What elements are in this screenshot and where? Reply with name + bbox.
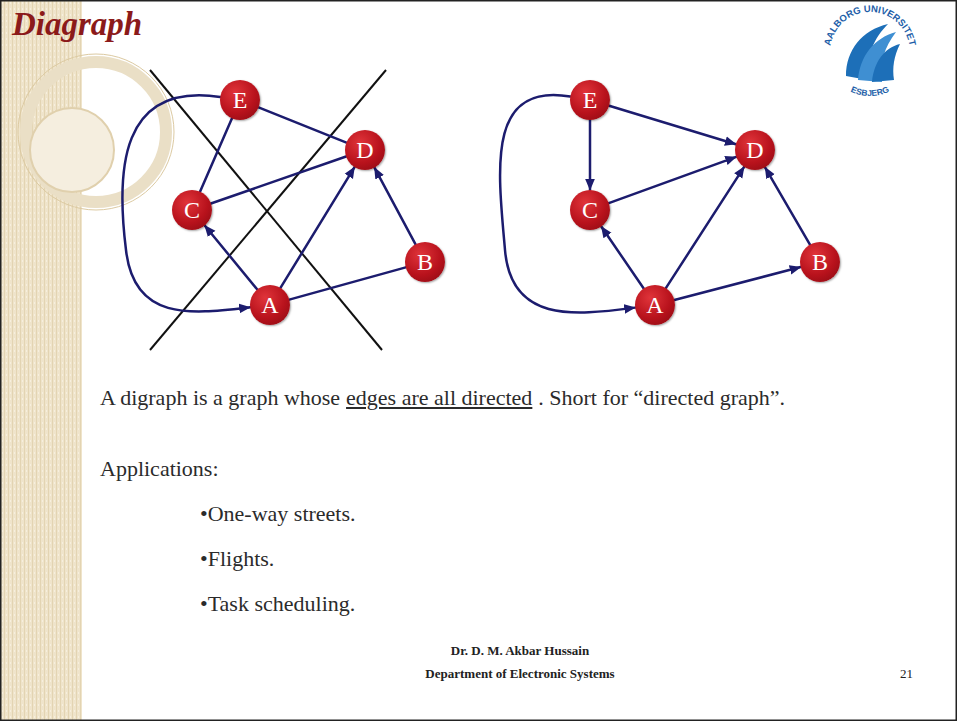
graph-vertex: E — [220, 80, 260, 120]
university-logo: AALBORG UNIVERSITET ESBJERG — [822, 3, 919, 98]
edge-arrow — [589, 120, 592, 190]
logo-text: AALBORG UNIVERSITET — [822, 3, 919, 47]
edge-arrow — [601, 227, 643, 289]
definition-text: A digraph is a graph whose — [100, 385, 340, 410]
decor-ring-edge — [18, 54, 174, 210]
logo-university-name: AALBORG UNIVERSITET — [822, 3, 919, 47]
edge-arrow — [205, 225, 258, 289]
bullet-item: •One-way streets. — [200, 500, 356, 528]
graph-vertex: B — [405, 242, 445, 282]
graph-vertex: D — [345, 130, 385, 170]
graph-vertex: B — [800, 242, 840, 282]
vertex-letter: A — [261, 293, 278, 317]
vertex-letter: E — [583, 88, 598, 112]
graph-vertex: E — [570, 80, 610, 120]
bullet-item: •Task scheduling. — [200, 590, 355, 618]
edge-arrow — [280, 167, 354, 288]
graph-vertex: C — [570, 190, 610, 230]
vertex-letter: B — [812, 250, 828, 274]
graph-vertex: A — [635, 285, 675, 325]
section-heading: Applications: — [100, 455, 219, 483]
decor-ring — [26, 62, 166, 202]
slide-title: Diagraph — [12, 6, 142, 43]
edge-arrow — [500, 95, 635, 312]
edge-line — [200, 118, 232, 191]
logo-text: ESBJERG — [850, 84, 891, 98]
logo-campus-name: ESBJERG — [850, 84, 891, 98]
vertex-letter: E — [233, 88, 248, 112]
edge-line — [289, 267, 405, 299]
vertex-letter: C — [184, 198, 200, 222]
edge-line — [259, 107, 347, 142]
page-number: 21 — [900, 666, 913, 682]
definition-text: edges are all directed — [346, 385, 532, 410]
edge-line — [211, 157, 346, 204]
logo-wave — [872, 44, 900, 82]
edge-arrow — [666, 167, 744, 288]
logo-ground — [839, 21, 901, 83]
department-footer: Department of Electronic Systems — [320, 666, 720, 682]
edge-arrow — [609, 157, 736, 203]
graph-vertex: D — [735, 130, 775, 170]
bullet-item: •Flights. — [200, 545, 274, 573]
cross-out-line — [150, 70, 386, 350]
edge-arrow — [674, 267, 800, 300]
graph-vertex: C — [172, 190, 212, 230]
graph-vertex: A — [250, 285, 290, 325]
edge-arrow — [122, 95, 250, 311]
edge-arrow — [609, 106, 736, 144]
author-footer: Dr. D. M. Akbar Hussain — [320, 643, 720, 659]
vertex-letter: D — [746, 138, 763, 162]
vertex-letter: C — [582, 198, 598, 222]
vertex-letter: D — [356, 138, 373, 162]
vertex-letter: A — [646, 293, 663, 317]
decor-disc — [30, 108, 114, 192]
edge-arrow — [765, 167, 810, 244]
vertex-letter: B — [417, 250, 433, 274]
definition-paragraph: A digraph is a graph whoseedges are all … — [100, 382, 835, 413]
definition-text: . Short for “directed graph”. — [538, 385, 785, 410]
edge-arrow — [374, 168, 415, 245]
